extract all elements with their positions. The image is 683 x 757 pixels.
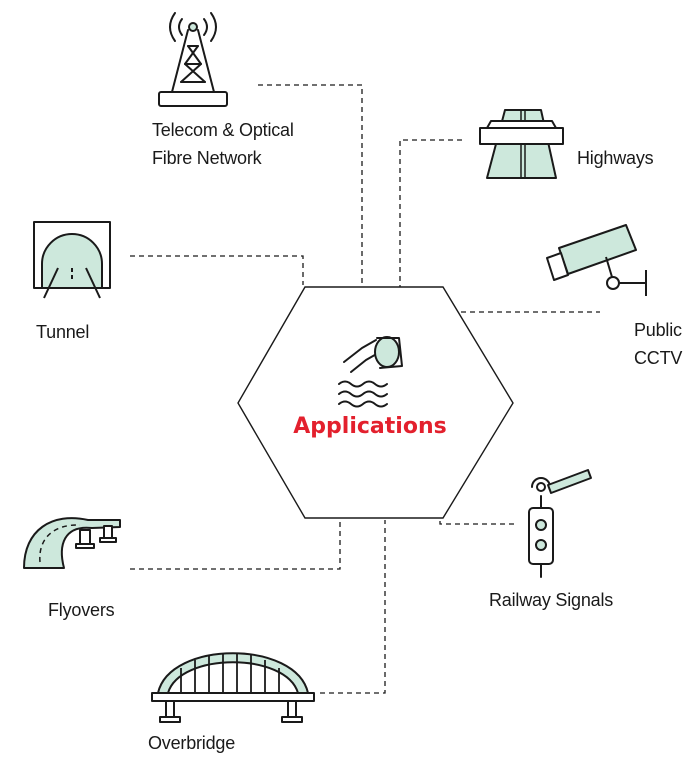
connector-tunnel [130, 255, 304, 285]
connector-overbridge [320, 520, 386, 694]
overbridge-icon [151, 652, 315, 723]
label-cctv: Public CCTV [634, 316, 683, 372]
telecom-tower-icon [158, 12, 228, 107]
label-cctv-line-2: CCTV [634, 348, 683, 368]
label-telecom-line-1: Telecom & Optical [152, 120, 294, 140]
label-highways: Highways [577, 144, 654, 172]
label-telecom: Telecom & Optical Fibre Network [152, 116, 294, 172]
connector-telecom [258, 84, 363, 287]
label-flyovers-line-1: Flyovers [48, 600, 115, 620]
connector-railway [439, 512, 515, 525]
connector-highways [399, 139, 462, 290]
label-railway-line-1: Railway Signals [489, 590, 614, 610]
pipe-water-icon [338, 336, 403, 408]
label-overbridge-line-1: Overbridge [148, 733, 236, 753]
cctv-camera-icon [546, 224, 647, 296]
label-overbridge: Overbridge [148, 729, 235, 757]
label-tunnel-line-1: Tunnel [36, 322, 90, 342]
label-railway: Railway Signals [489, 586, 613, 614]
label-cctv-line-1: Public [634, 320, 682, 340]
railway-signal-icon [528, 469, 592, 578]
center-title: Applications [293, 414, 447, 439]
label-telecom-line-2: Fibre Network [152, 148, 262, 168]
highway-icon [479, 109, 564, 179]
label-flyovers: Flyovers [48, 596, 115, 624]
connector-flyovers [130, 520, 341, 570]
center-hexagon [237, 286, 514, 519]
label-highways-line-1: Highways [577, 148, 654, 168]
tunnel-icon [33, 221, 111, 299]
label-tunnel: Tunnel [36, 318, 89, 346]
flyover-icon [23, 517, 121, 569]
